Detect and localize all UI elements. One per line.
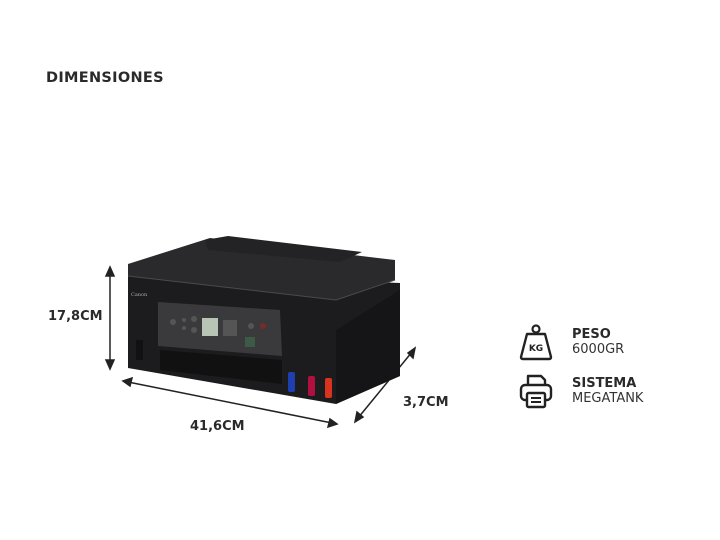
spec-weight-value: 6000GR (572, 342, 625, 357)
brand-logo: Canon (131, 292, 148, 298)
spec-weight: KG PESO 6000GR (518, 323, 624, 361)
spec-weight-label: PESO (572, 327, 611, 342)
dimension-arrows (104, 265, 417, 429)
printer-icon (519, 374, 553, 409)
depth-label: 3,7CM (403, 395, 449, 410)
width-label: 41,6CM (190, 419, 245, 434)
section-title: DIMENSIONES (46, 70, 164, 86)
width-arrow (127, 381, 333, 424)
ink-tank-cyan (288, 372, 295, 392)
height-label: 17,8CM (48, 309, 103, 324)
ink-tank-yellow (325, 378, 332, 398)
ink-tank-magenta (308, 376, 315, 396)
spec-system-label: SISTEMA (572, 376, 637, 391)
svg-text:KG: KG (529, 344, 543, 354)
depth-arrow (357, 351, 413, 419)
spec-system-value: MEGATANK (572, 391, 644, 406)
weight-kg-icon: KG (519, 324, 553, 361)
spec-system: SISTEMA MEGATANK (518, 372, 643, 410)
